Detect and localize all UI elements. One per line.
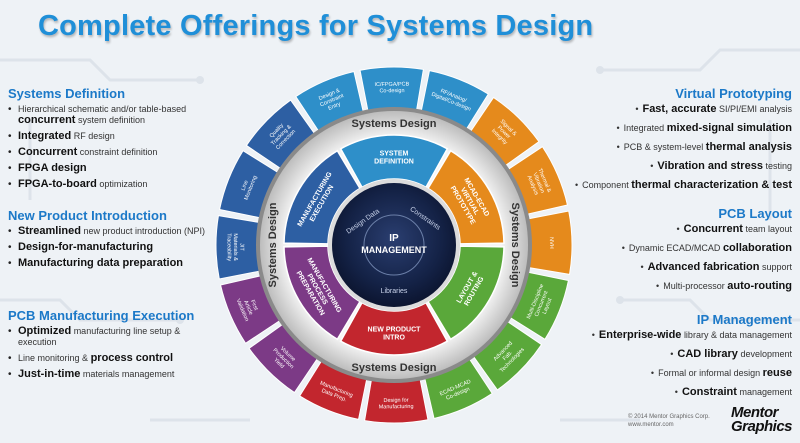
list-item: FPGA design — [8, 163, 208, 175]
feature-list: Streamlined new product introduction (NP… — [8, 226, 208, 270]
feature-list: Optimized manufacturing line setup & exe… — [8, 326, 213, 381]
list-item: Hierarchical schematic and/or table-base… — [8, 104, 208, 126]
ip-management-section: IP Management •Enterprise-wide library &… — [572, 312, 792, 406]
list-item: FPGA-to-board optimization — [8, 179, 208, 191]
list-item: •Dynamic ECAD/MCAD collaboration — [621, 242, 792, 254]
new-product-introduction-section: New Product Introduction Streamlined new… — [8, 208, 208, 274]
section-title: Systems Definition — [8, 86, 126, 101]
pcb-layout-section: PCB Layout •Concurrent team layout •Dyna… — [572, 206, 792, 300]
list-item: •Integrated mixed-signal simulation — [616, 122, 792, 134]
section-title: PCB Layout — [718, 206, 792, 221]
outer-tab-label: Design forManufacturing — [379, 398, 414, 411]
feature-list: •Fast, accurate SI/PI/EMI analysis •Inte… — [572, 104, 792, 191]
section-title: PCB Manufacturing Execution — [8, 308, 195, 323]
list-item: •Multi-processor auto-routing — [656, 280, 792, 292]
outer-tab-label: QualityTracking &Correction — [266, 119, 298, 151]
center-title-line2: MANAGEMENT — [361, 245, 427, 255]
list-item: Just-in-time materials management — [8, 369, 213, 381]
outer-tab-label: Multi-DisciplineConcurrentLayout — [526, 283, 557, 324]
ring-label: Systems Design — [352, 362, 437, 374]
list-item: •Concurrent team layout — [676, 223, 792, 235]
section-title: New Product Introduction — [8, 208, 167, 223]
list-item: •Component thermal characterization & te… — [575, 179, 792, 191]
list-item: Optimized manufacturing line setup & exe… — [8, 326, 213, 348]
page-title: Complete Offerings for Systems Design — [38, 10, 594, 42]
feature-list: Hierarchical schematic and/or table-base… — [8, 104, 208, 190]
outer-tab-label: NVH — [548, 237, 554, 249]
core-circle — [332, 183, 456, 307]
list-item: Integrated RF design — [8, 131, 208, 143]
core-label-libraries: Libraries — [381, 288, 408, 295]
systems-definition-section: Systems Definition Hierarchical schemati… — [8, 86, 208, 195]
feature-list: •Enterprise-wide library & data manageme… — [572, 330, 792, 398]
list-item: •Enterprise-wide library & data manageme… — [591, 329, 792, 341]
outer-tab-label: JITMaterials &Traceability — [225, 233, 244, 261]
feature-list: •Concurrent team layout •Dynamic ECAD/MC… — [572, 224, 792, 292]
ring-label: Systems Design — [267, 202, 279, 287]
list-item: •Fast, accurate SI/PI/EMI analysis — [635, 103, 792, 115]
center-title-line1: IP — [389, 233, 399, 244]
list-item: •PCB & system-level thermal analysis — [616, 141, 792, 153]
list-item: Design-for-manufacturing — [8, 242, 208, 254]
copyright-text: © 2014 Mentor Graphics Corp. www.mentor.… — [628, 414, 710, 428]
outer-tab-label: IC/FPGA/PCBCo-design — [374, 82, 409, 95]
core-inner-ring — [363, 214, 425, 276]
ring-label: Systems Design — [509, 203, 521, 288]
list-item: •CAD library development — [670, 348, 792, 360]
list-item: •Advanced fabrication support — [640, 261, 792, 273]
list-item: •Formal or informal design reuse — [650, 367, 792, 379]
list-item: Streamlined new product introduction (NP… — [8, 226, 208, 238]
virtual-prototyping-section: Virtual Prototyping •Fast, accurate SI/P… — [572, 86, 792, 199]
list-item: •Vibration and stress testing — [650, 160, 792, 172]
section-title: Virtual Prototyping — [675, 86, 792, 101]
list-item: Line monitoring & process control — [8, 353, 213, 365]
list-item: Concurrent constraint definition — [8, 147, 208, 159]
pcb-manufacturing-execution-section: PCB Manufacturing Execution Optimized ma… — [8, 308, 213, 385]
section-title: IP Management — [696, 312, 792, 327]
list-item: Manufacturing data preparation — [8, 258, 208, 270]
outer-tab-label: Design &ConstraintEntry — [317, 87, 348, 114]
ring-label: Systems Design — [352, 118, 437, 130]
list-item: •Constraint management — [674, 386, 792, 398]
mentor-graphics-logo: Mentor Graphics — [731, 404, 793, 435]
